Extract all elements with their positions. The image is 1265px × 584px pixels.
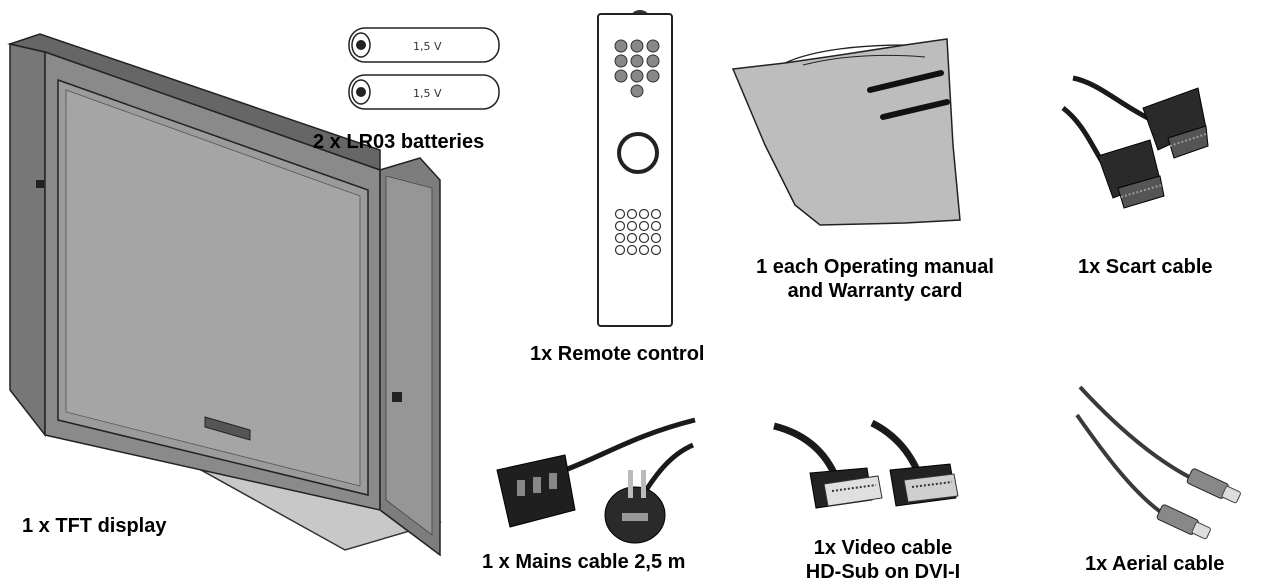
scart-cable-label: 1x Scart cable: [1078, 256, 1213, 278]
video-cable-label: 1x Video cable HD-Sub on DVI-I: [805, 537, 961, 583]
mains-cable-illustration: [496, 417, 696, 544]
video-cable-illustration: [773, 419, 959, 509]
battery-voltage-2: 1,5 V: [413, 87, 442, 100]
tft-display-label: 1 x TFT display: [22, 515, 167, 537]
aerial-cable-illustration: [1075, 385, 1241, 540]
mains-cable-label: 1 x Mains cable 2,5 m: [482, 551, 686, 573]
operating-manual-illustration: [731, 38, 961, 226]
remote-control-illustration: [597, 10, 673, 327]
batteries-illustration: 1,5 V 1,5 V: [348, 27, 500, 110]
battery-voltage-1: 1,5 V: [413, 40, 442, 53]
scart-cable-illustration: [1061, 75, 1209, 209]
batteries-label: 2 x LR03 batteries: [313, 131, 485, 153]
tft-display-illustration: [7, 33, 442, 557]
aerial-cable-label: 1x Aerial cable: [1085, 553, 1225, 575]
remote-control-label: 1x Remote control: [530, 343, 705, 365]
operating-manual-label: 1 each Operating manual and Warranty car…: [756, 256, 994, 302]
